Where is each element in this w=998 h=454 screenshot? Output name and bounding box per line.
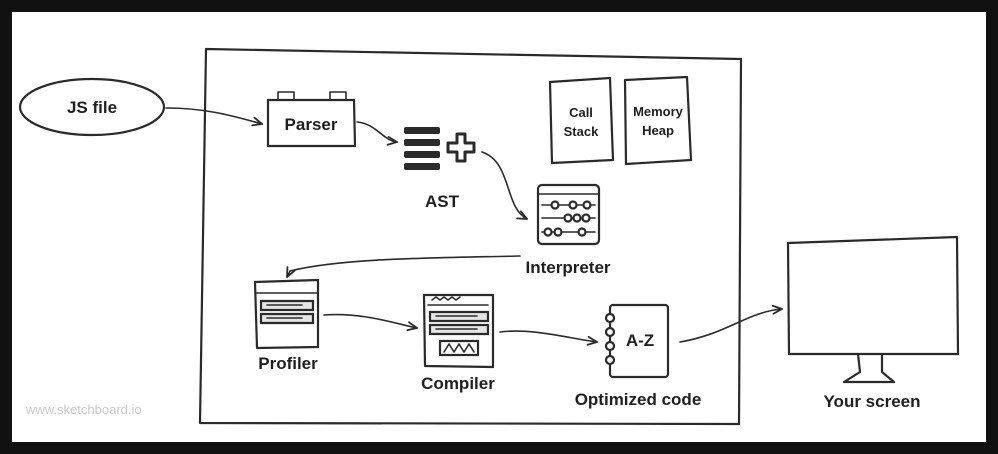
memory-heap-label-line2: Heap [642, 123, 674, 138]
js-file-node: JS file [18, 77, 166, 137]
call-stack-label-line2: Stack [564, 124, 599, 139]
memory-heap-node: Memory Heap [623, 75, 693, 166]
diagram-svg: JS file Parser AST Call Stack Memory Hea… [18, 47, 960, 426]
monitor-icon [786, 235, 960, 384]
diagram-canvas: JS file Parser AST Call Stack Memory Hea… [12, 12, 986, 442]
interpreter-label: Interpreter [525, 258, 610, 277]
arrow-ast-to-interpreter [481, 151, 528, 220]
arrow-interpreter-to-profiler [286, 255, 521, 278]
arrow-jsfile-to-parser [165, 107, 263, 127]
call-stack-node: Call Stack [548, 76, 615, 165]
arrow-profiler-to-compiler [323, 313, 418, 332]
ast-label: AST [425, 192, 460, 211]
profiler-label: Profiler [258, 354, 318, 373]
compiler-label: Compiler [421, 374, 495, 393]
engine-boundary [198, 47, 743, 426]
parser-label: Parser [285, 115, 338, 134]
call-stack-label-line1: Call [569, 105, 593, 120]
your-screen-label: Your screen [823, 392, 920, 411]
parser-node: Parser [266, 91, 357, 148]
memory-heap-label-line1: Memory [633, 104, 684, 119]
profiler-icon [253, 278, 320, 350]
arrow-parser-to-ast [356, 121, 398, 146]
optimized-code-label: Optimized code [575, 390, 702, 409]
js-file-label: JS file [67, 98, 117, 117]
compiler-icon [422, 293, 495, 369]
optimized-code-icon-text: A-Z [626, 331, 654, 350]
arrow-optimized-to-screen [679, 304, 783, 343]
watermark: www.sketchboard.io [25, 402, 142, 417]
optimized-code-icon: A-Z [604, 303, 670, 379]
interpreter-icon [536, 183, 601, 246]
ast-icon [404, 127, 476, 170]
arrow-compiler-to-optimized [499, 330, 598, 346]
